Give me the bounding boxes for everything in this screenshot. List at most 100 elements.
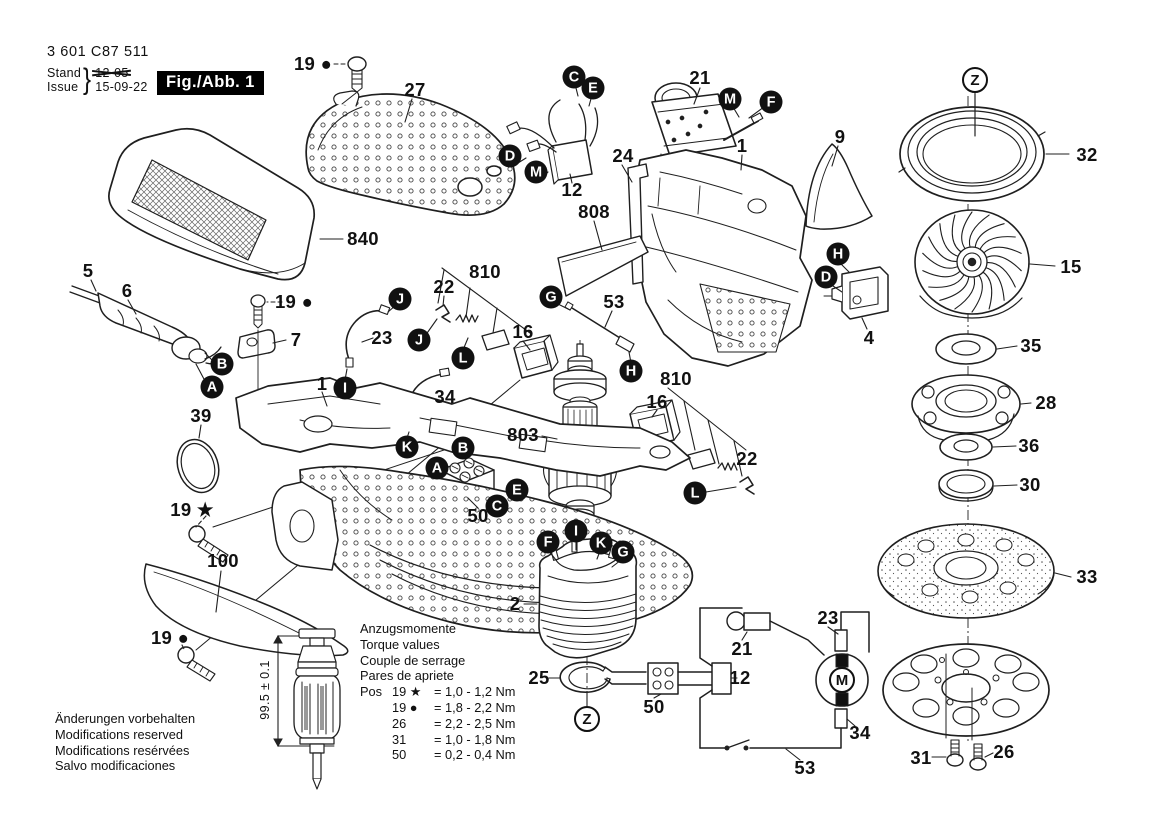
callout-I: I xyxy=(564,519,588,543)
torque-row-value: = 0,2 - 0,4 Nm xyxy=(434,747,516,763)
part-label-16: 16 xyxy=(646,391,668,412)
callout-D: D xyxy=(814,265,838,289)
part-label-53: 53 xyxy=(603,291,625,312)
bearing-flange-28 xyxy=(911,374,1021,441)
callout-E: E xyxy=(581,76,605,100)
callout-G: G xyxy=(539,285,563,309)
part-label-30: 30 xyxy=(1019,474,1041,495)
part-label-21: 21 xyxy=(731,638,753,659)
part-label-50: 50 xyxy=(467,505,489,526)
sheet-808 xyxy=(557,235,649,297)
part-label-34: 34 xyxy=(434,386,456,407)
callout-A: A xyxy=(425,456,449,480)
callout-B: B xyxy=(210,352,234,376)
callout-A: A xyxy=(200,375,224,399)
capacitor-12-wires xyxy=(506,99,599,185)
note-en: Modifications reserved xyxy=(55,726,184,742)
brace-glyph: } xyxy=(83,63,92,96)
perforated-cover-27 xyxy=(305,90,516,216)
callout-F: F xyxy=(759,90,783,114)
part-label-19: 19 ● xyxy=(150,627,190,648)
superseded-date: 12-05 xyxy=(95,66,129,80)
part-label-26: 26 xyxy=(993,741,1015,762)
screw-31 xyxy=(946,739,964,767)
part-label-808: 808 xyxy=(578,201,610,222)
part-label-32: 32 xyxy=(1076,144,1098,165)
part-label-50: 50 xyxy=(643,696,665,717)
callout-E: E xyxy=(505,478,529,502)
callout-M: M xyxy=(524,160,548,184)
callout-Z: Z xyxy=(574,706,600,732)
washer-35 xyxy=(935,333,997,365)
torque-row-pos: 19 ● xyxy=(392,699,418,715)
part-label-810: 810 xyxy=(660,368,692,389)
callout-Z: Z xyxy=(962,67,988,93)
part-label-19: 19 ● xyxy=(293,53,333,74)
screw-26 xyxy=(969,743,987,771)
callout-C: C xyxy=(485,494,509,518)
screw-19-dot-mid xyxy=(250,294,266,329)
issue-date: 15-09-22 xyxy=(95,80,148,94)
part-label-12: 12 xyxy=(729,667,751,688)
callout-K: K xyxy=(395,435,419,459)
part-label-810: 810 xyxy=(469,261,501,282)
callout-K: K xyxy=(589,531,613,555)
part-label-7: 7 xyxy=(290,329,302,350)
callout-M: M xyxy=(829,667,855,693)
fan-15 xyxy=(914,209,1030,319)
leader-lines xyxy=(90,63,1072,761)
part-label-27: 27 xyxy=(404,79,426,100)
part-label-22: 22 xyxy=(736,448,758,469)
torque-row-pos: 19 ★ xyxy=(392,684,422,700)
part-label-5: 5 xyxy=(82,260,94,281)
note-fr: Modifications resérvées xyxy=(55,742,190,758)
part-label-23: 23 xyxy=(817,607,839,628)
callout-M: M xyxy=(718,87,742,111)
callout-J: J xyxy=(407,328,431,352)
torque-rows: Pos 19 ★ = 1,0 - 1,2 Nm 19 ● = 1,8 - 2,2… xyxy=(360,684,515,763)
shield-9 xyxy=(805,143,873,230)
part-label-31: 31 xyxy=(910,747,932,768)
callout-H: H xyxy=(619,359,643,383)
damping-disc-33 xyxy=(877,523,1055,619)
document-part-number: 3 601 C87 511 xyxy=(47,44,149,60)
stand-label: Stand xyxy=(47,66,82,80)
part-label-28: 28 xyxy=(1035,392,1057,413)
part-label-33: 33 xyxy=(1076,566,1098,587)
part-label-840: 840 xyxy=(347,228,379,249)
screw-19-dot-bottom xyxy=(177,646,216,682)
part-label-9: 9 xyxy=(834,126,846,147)
backing-pad xyxy=(882,643,1050,741)
part-label-1: 1 xyxy=(736,135,748,156)
callout-I: I xyxy=(333,376,357,400)
torque-row-prefix: Pos xyxy=(360,684,383,700)
module-21 xyxy=(651,82,764,197)
figure-badge: Fig./Abb. 1 xyxy=(157,71,264,95)
part-label-21: 21 xyxy=(689,67,711,88)
top-cover-840 xyxy=(108,127,316,281)
part-label-12: 12 xyxy=(561,179,583,200)
torque-row-pos: 31 xyxy=(392,731,407,747)
torque-table: Anzugsmomente Torque values Couple de se… xyxy=(360,621,515,763)
part-label-1: 1 xyxy=(316,373,328,394)
part-label-36: 36 xyxy=(1018,435,1040,456)
part-label-803: 803 xyxy=(507,424,539,445)
part-label-34: 34 xyxy=(849,722,871,743)
dimension-drawing xyxy=(273,628,341,790)
torque-title-en: Torque values xyxy=(360,636,440,652)
issue-label: Issue xyxy=(47,80,79,94)
part-label-2: 2 xyxy=(509,593,521,614)
part-label-24: 24 xyxy=(612,145,634,166)
upper-housing-1 xyxy=(631,149,813,367)
part-label-35: 35 xyxy=(1020,335,1042,356)
part-label-100: 100 xyxy=(207,550,239,571)
brush-set-upper xyxy=(435,304,559,379)
cord-5-boot-6 xyxy=(69,285,228,365)
torque-row-value: = 1,0 - 1,2 Nm xyxy=(434,684,516,700)
part-label-53: 53 xyxy=(794,757,816,778)
callout-L: L xyxy=(683,481,707,505)
screw-19-dot-top xyxy=(341,56,367,105)
callout-J: J xyxy=(388,287,412,311)
o-ring-39 xyxy=(176,438,220,494)
